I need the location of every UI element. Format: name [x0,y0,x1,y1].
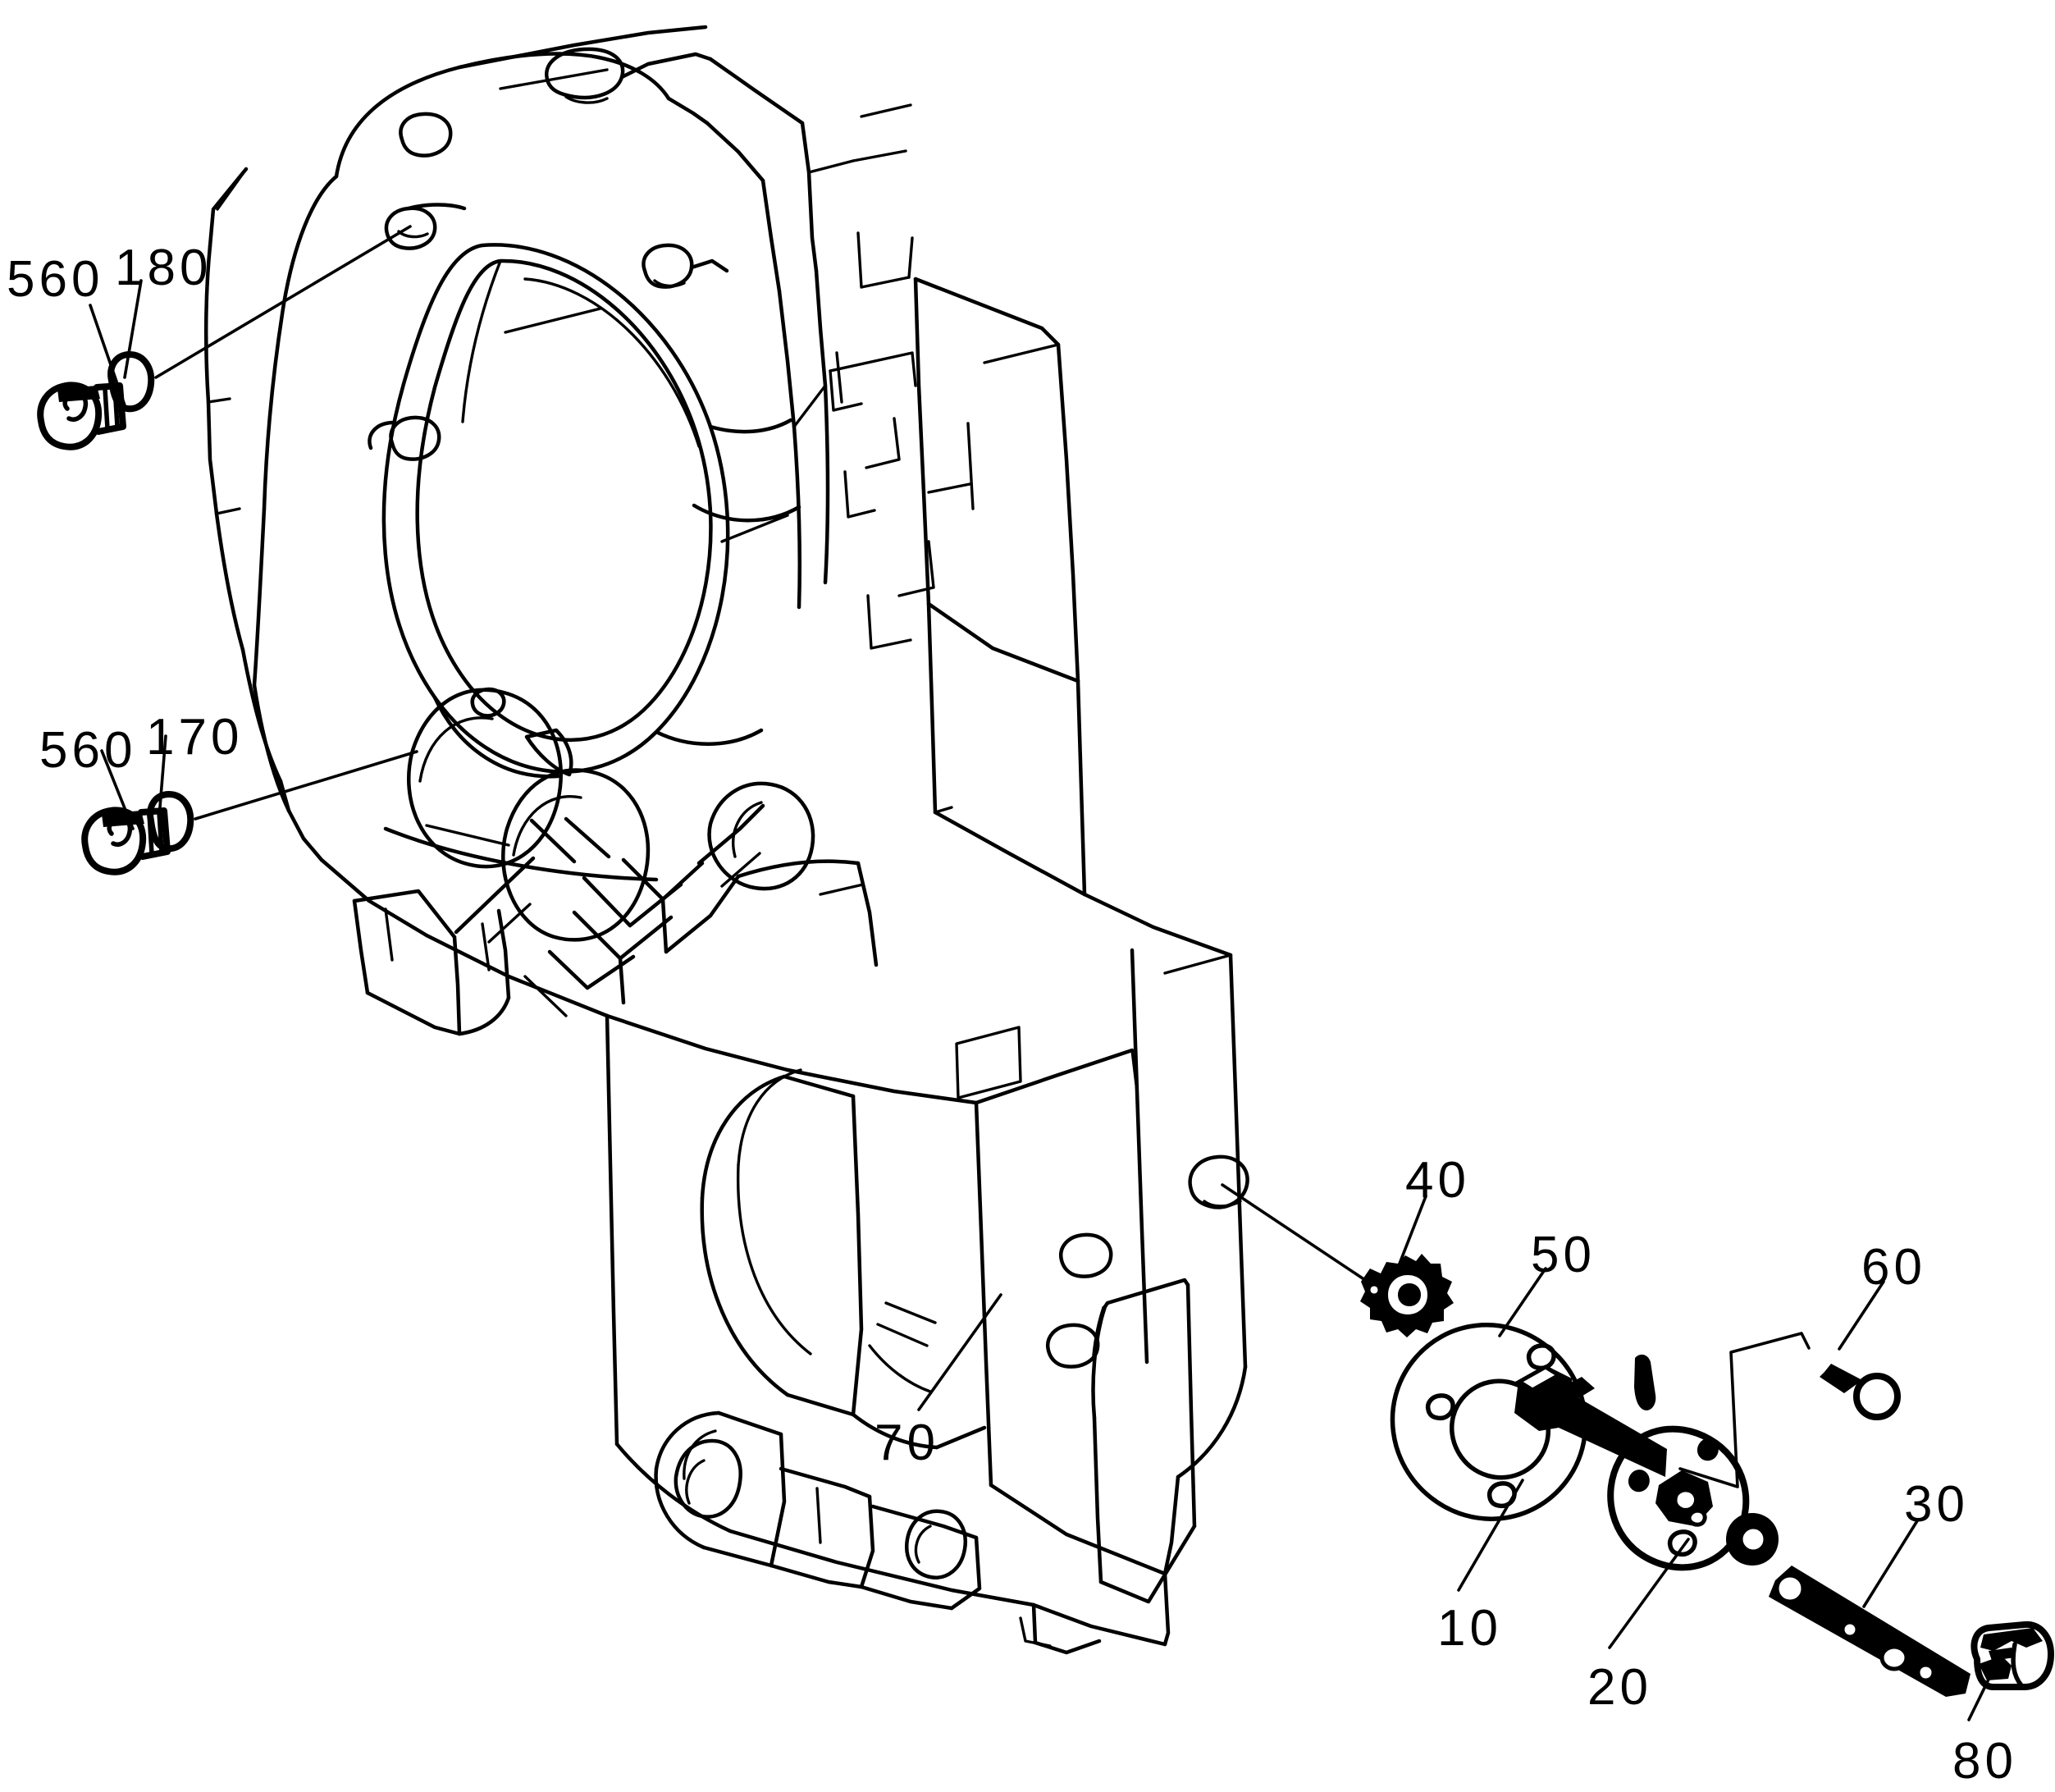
callout-label-60: 60 [1861,1239,1926,1296]
callout-label-10: 10 [1437,1600,1502,1657]
callout-label-70: 70 [875,1415,939,1471]
callout-label-50: 50 [1531,1227,1596,1283]
part-10-drive-shaft [1514,1365,1750,1571]
part-560-upper-plug-bolt [37,382,126,450]
callout-label-30: 30 [1904,1476,1969,1533]
callout-label-180: 180 [115,240,212,296]
callout-label-170: 170 [146,709,244,766]
callout-label-20: 20 [1587,1659,1652,1716]
part-70-bearing-flange [1390,1323,1588,1521]
leader-lines [89,225,2003,1721]
part-180-o-ring [107,351,155,413]
callout-label-560-upper: 560 [7,251,104,308]
part-30-rod [1769,1566,1971,1697]
part-50-woodruff-key [1634,1354,1656,1410]
callout-label-40: 40 [1405,1152,1470,1209]
transmission-housing-case [203,25,1249,1655]
callout-label-80: 80 [1952,1733,2017,1790]
callout-label-560-lower: 560 [39,722,137,779]
part-40-small-gear [1360,1254,1454,1337]
part-20-washer [1726,1513,1779,1566]
part-170-o-ring [147,791,194,853]
part-60-set-screw [1820,1364,1902,1421]
part-80-end-cap [1971,1621,2054,1690]
